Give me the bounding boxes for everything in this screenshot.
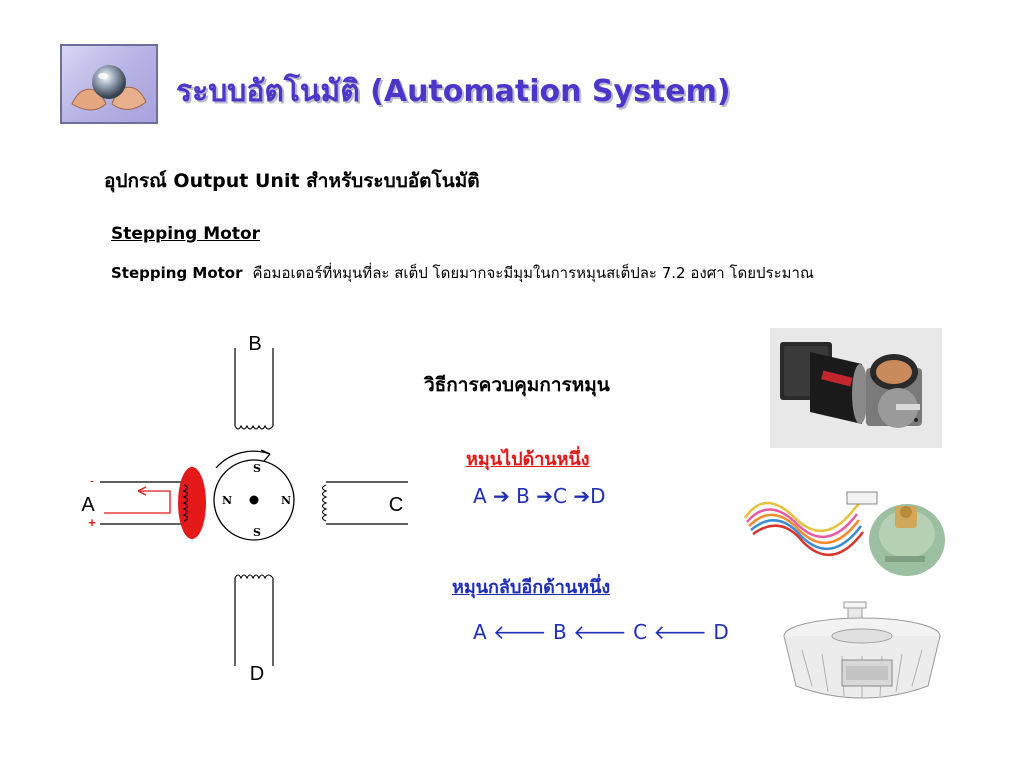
page-subtitle: อุปกรณ์ Output Unit สำหรับระบบอัตโนมัติ (104, 170, 480, 192)
page-title: ระบบอัตโนมัติ (Automation System) (176, 74, 731, 109)
label-b: B (248, 333, 261, 355)
stepping-motor-diagram: B A - + C D S S N N (81, 333, 408, 685)
control-method-heading: วิธีการควบคุมการหมุน (424, 374, 610, 396)
description-term: Stepping Motor (111, 264, 243, 282)
label-a: A (81, 494, 95, 516)
pole-s-bottom: S (253, 526, 261, 539)
forward-rotation-sequence: A ➔ B ➔C ➔D (473, 484, 606, 508)
label-c: C (389, 494, 403, 516)
pole-n-left: N (222, 494, 232, 507)
small-stepping-motor-photo (735, 478, 955, 588)
hands-holding-globe-icon (71, 65, 147, 111)
label-d: D (250, 663, 264, 685)
energized-coil-a (178, 467, 206, 539)
coil-c-winding (321, 484, 328, 522)
logo (60, 44, 158, 124)
pole-s-top: S (253, 462, 261, 475)
coil-b-winding (234, 424, 274, 430)
rotation-arrow (215, 450, 271, 469)
label-plus: + (88, 515, 96, 530)
reverse-rotation-sequence: A 🡐 B 🡐 C 🡐 D (473, 620, 729, 644)
forward-rotation-heading: หมุนไปด้านหนึ่ง (466, 449, 590, 470)
pole-n-right: N (281, 494, 291, 507)
section-heading: Stepping Motor (111, 224, 261, 244)
cutaway-motor-illustration (772, 600, 962, 712)
coil-d-winding (234, 574, 274, 580)
rotor-shaft (249, 495, 259, 505)
reverse-rotation-heading: หมุนกลับอีกด้านหนึ่ง (452, 577, 611, 598)
description-paragraph: Stepping Motor คือมอเตอร์ที่หมุนที่ละ สเต… (111, 262, 901, 284)
description-text: คือมอเตอร์ที่หมุนที่ละ สเต็ป โดยมากจะมีม… (252, 264, 814, 282)
stepping-motors-photo (770, 328, 942, 448)
label-minus: - (90, 473, 94, 488)
